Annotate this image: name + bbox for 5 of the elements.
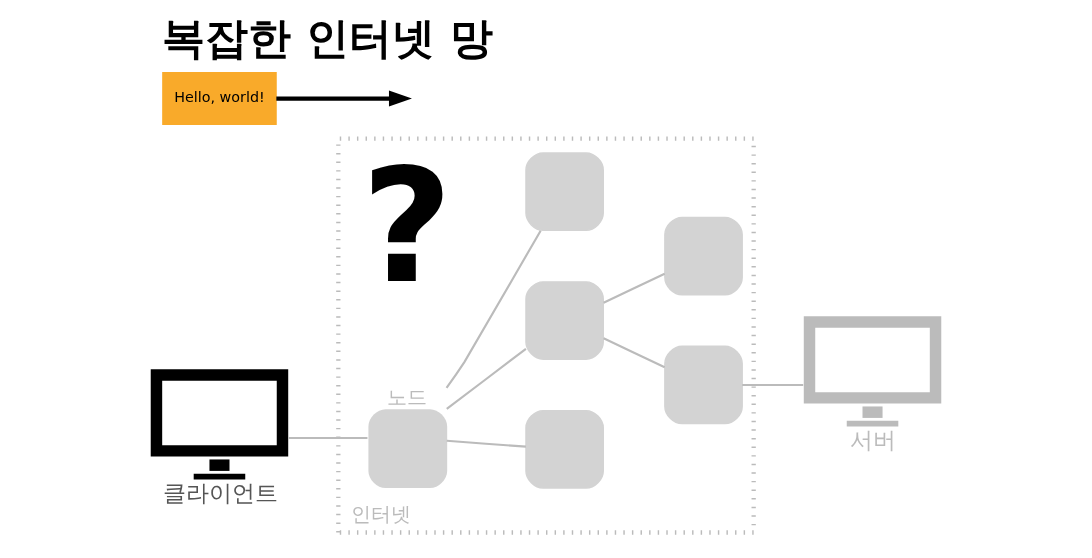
node-label: 클라이언트 (162, 479, 278, 506)
node-label: 노드 (387, 384, 428, 409)
node-label: 서버 (849, 426, 896, 453)
diagram-title: 복잡한 인터넷 망 (162, 12, 494, 63)
label: ? (361, 135, 453, 319)
